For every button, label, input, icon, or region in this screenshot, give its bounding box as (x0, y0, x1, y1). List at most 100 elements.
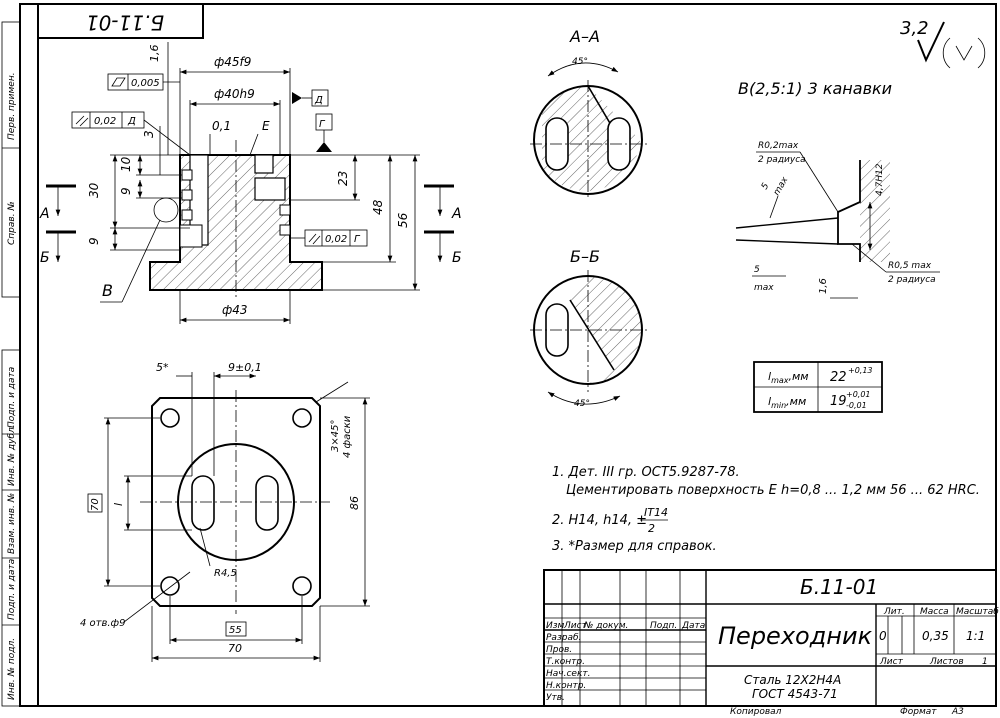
limits-row2-value: 19 (830, 394, 847, 409)
margin-label-4: Инв. № дубл. (7, 424, 17, 486)
tol-flat-value: 0,005 (131, 78, 160, 89)
datum-d-label: Д (314, 95, 323, 106)
title-role-2: Пров. (546, 645, 572, 655)
dim-d43: ф43 (222, 303, 248, 317)
dim-h9a: 9 (119, 187, 133, 195)
title-role-5: Н.контр. (546, 681, 586, 691)
section-aa-angle: 45° (572, 57, 588, 67)
dim-86: 86 (348, 496, 361, 510)
svg-text:lmin,мм: lmin,мм (768, 395, 806, 410)
margin-label-2: Справ. № (7, 201, 17, 245)
limits-row1-value: 22 (830, 370, 847, 385)
margin-label-3: Подп. и дата (7, 367, 17, 428)
detail-r05: R0,5 max (888, 261, 932, 271)
tol-par-g-value: 0,02 (325, 234, 347, 245)
dim-55: 55 (229, 625, 242, 636)
dim-chamfer-count: 4 фаски (342, 415, 353, 458)
section-bb-title: Б–Б (570, 247, 600, 266)
tolerance-flatness: 0,005 (107, 73, 180, 91)
dim-holes: 4 отв.ф9 (80, 618, 125, 629)
section-b-right: Б (452, 250, 462, 266)
dim-h3: 3 (142, 130, 156, 138)
tolerance-parallel-g: 0,02 Г (290, 229, 368, 247)
limits-row2-unit: ,мм (786, 395, 806, 408)
title-lit: Лит. (883, 607, 905, 617)
datum-g: Г (315, 113, 333, 152)
dim-h9b: 9 (87, 237, 101, 245)
dim-h10: 10 (119, 156, 133, 172)
title-role-1: Разраб. (546, 633, 581, 643)
detail-five-b: 5 (754, 265, 760, 275)
title-mass-value: 0,35 (922, 629, 949, 643)
section-a-right: А (451, 206, 462, 222)
limits-table: lmax,мм 22 +0,13 lmin,мм 19 +0,01 -0,01 (753, 361, 883, 413)
limits-row1-label: l (768, 370, 771, 383)
detail-max-b: max (754, 283, 774, 293)
title-format-value: А3 (951, 707, 964, 717)
limits-row2-sub: min (771, 401, 786, 410)
title-role-4: Нач.сект. (546, 669, 591, 679)
title-scale-value: 1:1 (966, 629, 985, 643)
detail-v: В(2,5:1) 3 канавки 4,7H12 R0,2max 2 ради… (735, 79, 940, 299)
limits-row1-sup: +0,13 (848, 366, 873, 375)
dim-d40: ф40h9 (214, 87, 255, 101)
section-marks-right: А Б (424, 184, 462, 266)
limits-row1-sub: max (771, 376, 789, 385)
note-1: 1. Дет. III гр. ОСТ5.9287-78. (552, 465, 740, 480)
title-sheets: Листов (929, 657, 964, 667)
title-doc-number: Б.11-01 (800, 575, 878, 599)
section-aa: А–А 45° (530, 27, 648, 200)
limits-row2-label: l (768, 395, 771, 408)
note-2-num: IT14 (644, 506, 668, 519)
limits-row2-low: -0,01 (846, 401, 867, 410)
detail-h47: 4,7H12 (875, 163, 885, 196)
limits-row2-sup: +0,01 (846, 390, 871, 399)
dim-e: E (262, 119, 270, 133)
margin-label-6: Подп. и дата (7, 559, 17, 620)
title-format: Формат (900, 707, 937, 717)
dim-d16: 1,6 (148, 45, 161, 63)
dim-h56: 56 (396, 212, 410, 228)
title-scale: Масштаб (956, 607, 999, 617)
title-col-doc: № докум. (583, 621, 628, 631)
section-b-left: Б (40, 250, 50, 266)
dim-chamfer: 3×45° (330, 420, 341, 452)
dim-h48: 48 (371, 199, 385, 215)
title-block: Б.11-01 Переходник Сталь 12Х2Н4А ГОСТ 45… (543, 569, 999, 717)
title-mass: Масса (920, 607, 949, 617)
section-a-left: А (39, 206, 50, 222)
section-bb: Б–Б 45° (530, 247, 648, 409)
title-material-2: ГОСТ 4543-71 (752, 687, 838, 701)
top-view: 5* 9±0,1 70 l 86 3×45° 4 фаски 55 70 R4,… (80, 361, 370, 662)
note-2-den: 2 (648, 522, 655, 535)
detail-r02: R0,2max (758, 141, 799, 151)
datum-g-label: Г (319, 119, 326, 130)
dim-5: 5* (156, 361, 169, 374)
title-role-6: Утв. (546, 693, 565, 703)
notes: 1. Дет. III гр. ОСТ5.9287-78. Цементиров… (552, 465, 980, 554)
dim-d01: 0,1 (212, 119, 231, 133)
detail-v-title: В(2,5:1) 3 канавки (738, 79, 892, 98)
margin-labels: Перв. примен. Справ. № Подп. и дата Инв.… (7, 72, 17, 700)
limits-row1-unit: ,мм (789, 370, 809, 383)
note-3: 3. *Размер для справок. (552, 539, 717, 554)
detail-five-a: 5 (760, 181, 772, 191)
margin-label-1: Перв. примен. (7, 72, 17, 140)
note-2: 2. H14, h14, ± (552, 513, 647, 528)
title-col-list: Лист (563, 621, 588, 631)
margin-label-7: Инв. № подл. (7, 638, 17, 700)
dim-r45: R4,5 (214, 568, 237, 579)
corner-stamp-text: Б.11-01 (86, 11, 164, 35)
dim-70-horizontal: 70 (228, 642, 242, 655)
detail-r05b: 2 радиуса (888, 275, 936, 285)
dim-70-vertical: 70 (90, 498, 101, 511)
title-lit-value: 0 (879, 629, 887, 643)
section-marks-left: А Б (39, 184, 76, 266)
roughness-value: 3,2 (900, 18, 929, 39)
title-copied: Копировал (730, 707, 782, 717)
dim-d45: ф45f9 (214, 55, 251, 69)
callout-v: В (102, 281, 113, 300)
tolerance-parallel-d: 0,02 Д (71, 111, 191, 156)
margin-label-5: Взам. инв. № (7, 493, 17, 554)
detail-max-a: max (772, 175, 791, 198)
